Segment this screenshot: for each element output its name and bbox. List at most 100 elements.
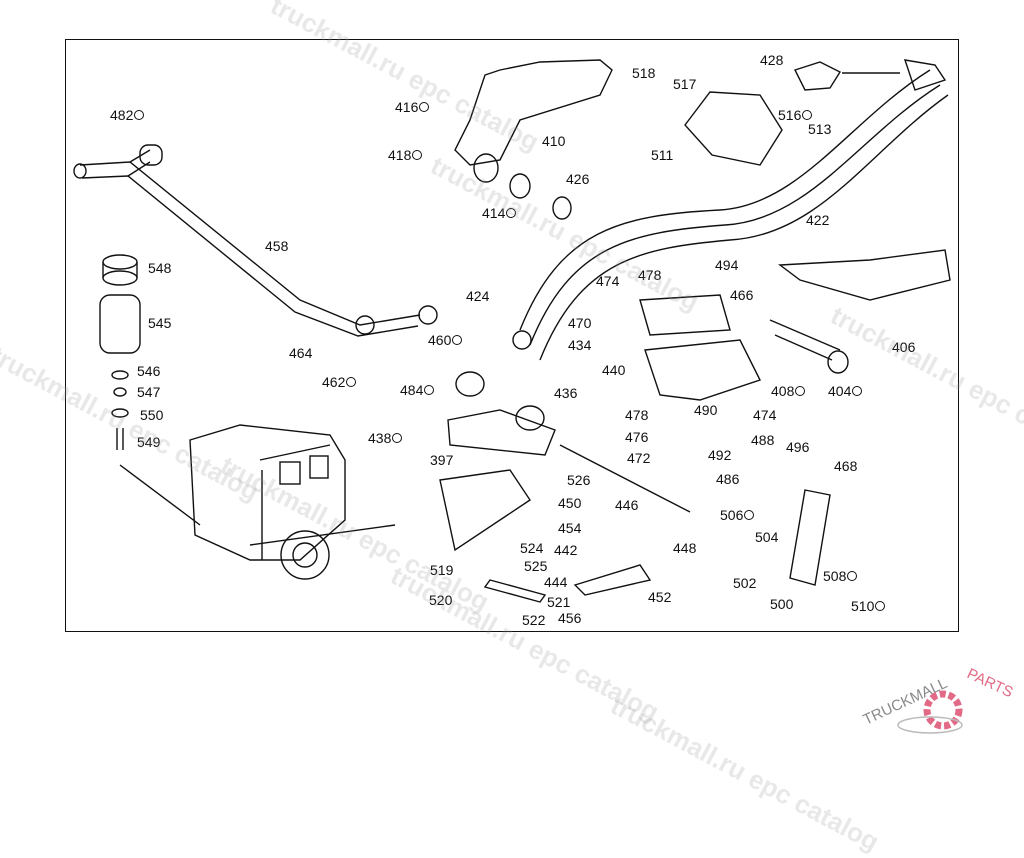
part-number: 434 [568, 337, 592, 353]
part-label-482[interactable]: 482 [110, 107, 145, 123]
part-label-466[interactable]: 466 [730, 287, 753, 303]
part-number: 520 [429, 592, 453, 608]
part-label-416[interactable]: 416 [395, 99, 430, 115]
part-label-438[interactable]: 438 [368, 430, 403, 446]
part-label-548[interactable]: 548 [148, 260, 171, 276]
part-label-422[interactable]: 422 [806, 212, 829, 228]
part-number: 414 [482, 205, 506, 221]
part-label-406[interactable]: 406 [892, 339, 915, 355]
part-number: 504 [755, 529, 779, 545]
part-label-511[interactable]: 511 [651, 147, 673, 163]
part-label-408[interactable]: 408 [771, 383, 806, 399]
part-label-448[interactable]: 448 [673, 540, 696, 556]
part-label-545[interactable]: 545 [148, 315, 171, 331]
part-label-397[interactable]: 397 [430, 452, 453, 468]
part-label-513[interactable]: 513 [808, 121, 831, 137]
part-label-504[interactable]: 504 [755, 529, 778, 545]
part-label-472[interactable]: 472 [627, 450, 650, 466]
part-label-464[interactable]: 464 [289, 345, 312, 361]
part-label-440[interactable]: 440 [602, 362, 625, 378]
part-label-476[interactable]: 476 [625, 429, 648, 445]
part-label-446[interactable]: 446 [615, 497, 638, 513]
frame-brackets [439, 294, 831, 603]
part-label-490[interactable]: 490 [694, 402, 717, 418]
marker-circle-icon [506, 208, 517, 218]
part-label-452[interactable]: 452 [648, 589, 671, 605]
part-label-404[interactable]: 404 [828, 383, 863, 399]
part-label-546[interactable]: 546 [137, 363, 160, 379]
part-label-470[interactable]: 470 [568, 315, 591, 331]
part-label-517[interactable]: 517 [673, 76, 696, 92]
part-label-454[interactable]: 454 [558, 520, 581, 536]
part-label-510[interactable]: 510 [851, 598, 886, 614]
part-number: 452 [648, 589, 672, 605]
part-label-474[interactable]: 474 [753, 407, 776, 423]
part-number: 470 [568, 315, 592, 331]
part-label-460[interactable]: 460 [428, 332, 463, 348]
part-label-442[interactable]: 442 [554, 542, 577, 558]
part-label-549[interactable]: 549 [137, 434, 160, 450]
part-number: 545 [148, 315, 172, 331]
part-label-494[interactable]: 494 [715, 257, 738, 273]
part-label-547[interactable]: 547 [137, 384, 160, 400]
part-number: 511 [651, 147, 674, 163]
part-label-488[interactable]: 488 [751, 432, 774, 448]
part-number: 474 [753, 407, 777, 423]
bracket-410 [454, 59, 613, 220]
part-label-410[interactable]: 410 [542, 133, 565, 149]
part-label-524[interactable]: 524 [520, 540, 543, 556]
part-number: 397 [430, 452, 454, 468]
logo-text-b: PARTS [964, 665, 1015, 701]
part-label-484[interactable]: 484 [400, 382, 435, 398]
part-label-426[interactable]: 426 [566, 171, 589, 187]
part-label-458[interactable]: 458 [265, 238, 288, 254]
part-number: 426 [566, 171, 590, 187]
part-label-526[interactable]: 526 [567, 472, 590, 488]
part-label-436[interactable]: 436 [554, 385, 577, 401]
part-label-492[interactable]: 492 [708, 447, 731, 463]
part-label-522[interactable]: 522 [522, 612, 545, 628]
part-number: 521 [547, 594, 571, 610]
part-number: 500 [770, 596, 794, 612]
part-number: 549 [137, 434, 161, 450]
part-number: 516 [778, 107, 802, 123]
part-label-496[interactable]: 496 [786, 439, 809, 455]
part-label-508[interactable]: 508 [823, 568, 858, 584]
part-label-502[interactable]: 502 [733, 575, 756, 591]
part-number: 546 [137, 363, 161, 379]
part-number: 464 [289, 345, 313, 361]
part-label-486[interactable]: 486 [716, 471, 739, 487]
part-label-468[interactable]: 468 [834, 458, 857, 474]
part-label-478[interactable]: 478 [625, 407, 648, 423]
part-label-506[interactable]: 506 [720, 507, 755, 523]
part-number: 547 [137, 384, 161, 400]
part-label-450[interactable]: 450 [558, 495, 581, 511]
part-label-456[interactable]: 456 [558, 610, 581, 626]
marker-circle-icon [412, 150, 423, 160]
part-label-550[interactable]: 550 [140, 407, 163, 423]
part-label-516[interactable]: 516 [778, 107, 813, 123]
part-label-520[interactable]: 520 [429, 592, 452, 608]
part-label-444[interactable]: 444 [544, 574, 567, 590]
truckmall-parts-logo: TRUCKMALL PARTS [861, 665, 1016, 734]
part-label-474[interactable]: 474 [596, 273, 619, 289]
part-number: 406 [892, 339, 916, 355]
part-label-428[interactable]: 428 [760, 52, 783, 68]
part-label-478[interactable]: 478 [638, 267, 661, 283]
part-label-462[interactable]: 462 [322, 374, 357, 390]
part-label-525[interactable]: 525 [524, 558, 547, 574]
part-label-418[interactable]: 418 [388, 147, 423, 163]
truck-cab [119, 424, 396, 580]
part-number: 472 [627, 450, 651, 466]
part-number: 486 [716, 471, 740, 487]
part-label-414[interactable]: 414 [482, 205, 517, 221]
part-label-518[interactable]: 518 [632, 65, 655, 81]
part-label-519[interactable]: 519 [430, 562, 453, 578]
air-spring-406 [769, 249, 951, 374]
part-label-434[interactable]: 434 [568, 337, 591, 353]
part-number: 468 [834, 458, 858, 474]
part-label-521[interactable]: 521 [547, 594, 570, 610]
part-label-500[interactable]: 500 [770, 596, 793, 612]
part-label-424[interactable]: 424 [466, 288, 489, 304]
part-number: 458 [265, 238, 289, 254]
